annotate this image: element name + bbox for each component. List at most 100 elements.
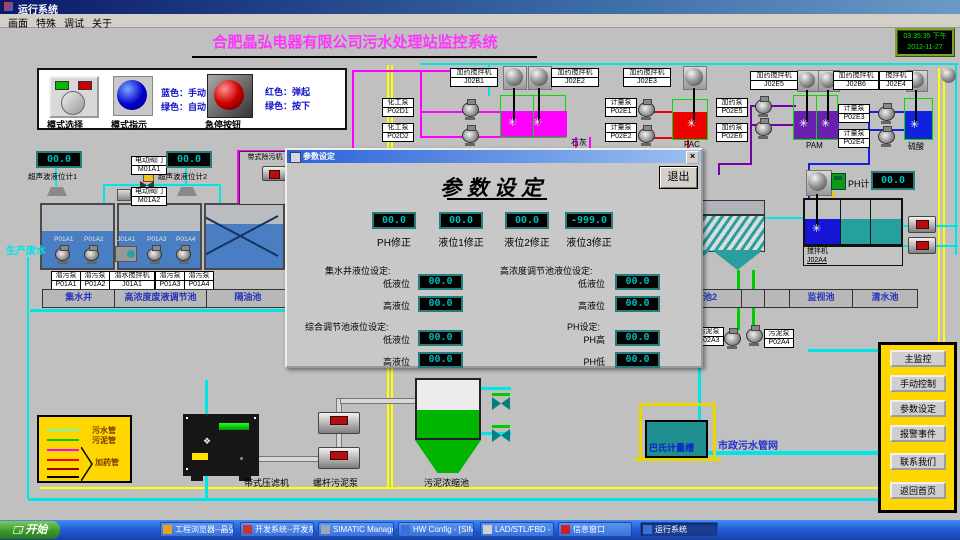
- pipe-red: [645, 111, 673, 113]
- level2-correction-field[interactable]: 00.0: [505, 212, 549, 229]
- level2-label: 超声波液位计2: [158, 172, 208, 181]
- estop-label: 急停按钮: [205, 120, 242, 130]
- municipal-label: 市政污水管网: [718, 441, 778, 452]
- pipe-purple: [718, 163, 720, 175]
- menu-item-screen[interactable]: 画面: [8, 19, 28, 30]
- setting-field[interactable]: 00.0: [615, 296, 660, 312]
- level1-label: 超声波液位计1: [28, 172, 78, 181]
- task-project-browser[interactable]: 工程浏览器--晶弘...: [160, 522, 234, 537]
- pipe-magenta: [420, 111, 502, 113]
- submersible-pump-icon: [55, 245, 70, 264]
- pipe-magenta: [575, 137, 577, 148]
- level1-correction-field[interactable]: 00.0: [439, 212, 483, 229]
- close-icon[interactable]: ×: [686, 151, 699, 164]
- ph-correction-field[interactable]: 00.0: [372, 212, 416, 229]
- outlet-pump-icon: [908, 216, 936, 233]
- nav-back-home[interactable]: 返回首页: [890, 482, 946, 499]
- pipe-cyan: [955, 63, 957, 255]
- legend-sludge: 污泥管: [92, 436, 116, 445]
- nav-panel: 主监控 手动控制 参数设定 报警事件 联系我们 返回首页: [878, 342, 957, 513]
- task-dev-system[interactable]: 开发系统--开发系统: [240, 522, 314, 537]
- nav-parameter-set[interactable]: 参数设定: [890, 400, 946, 417]
- mixer-star: ✳: [910, 119, 920, 131]
- mixer-sphere: [799, 72, 815, 88]
- exit-button[interactable]: 退出: [659, 166, 698, 189]
- task-simatic-manager[interactable]: SIMATIC Manager - [...: [318, 522, 394, 537]
- setting-field[interactable]: 00.0: [418, 274, 463, 290]
- nav-main-monitor[interactable]: 主监控: [890, 350, 946, 367]
- setting-field[interactable]: 00.0: [615, 352, 660, 368]
- pipe-cyan: [103, 184, 221, 186]
- screw-pump-icon: [318, 412, 360, 434]
- pipe-yellow-bottom: [40, 487, 945, 489]
- pipe-legend-panel: 污水管 污泥管 加药管: [37, 415, 132, 483]
- setting-field[interactable]: 00.0: [418, 330, 463, 346]
- ph-display: 00.0: [871, 171, 915, 190]
- pipe-cyan: [219, 184, 221, 204]
- task-hw-config[interactable]: HW Config - [SIMATI...: [398, 522, 474, 537]
- estop-button-icon[interactable]: [207, 74, 253, 118]
- ph-label: PH计: [848, 179, 870, 189]
- page-title: 合肥晶弘电器有限公司污水处理站监控系统: [212, 34, 498, 51]
- nav-contact-us[interactable]: 联系我们: [890, 453, 946, 470]
- mode-selector-icon[interactable]: [49, 76, 99, 118]
- start-button[interactable]: 🗔 开始: [0, 521, 60, 539]
- acid-label: 硫酸: [908, 142, 924, 151]
- setting-field[interactable]: 00.0: [418, 352, 463, 368]
- setting-field[interactable]: 00.0: [418, 296, 463, 312]
- menu-item-about[interactable]: 关于: [92, 19, 112, 30]
- nav-alarm-events[interactable]: 报警事件: [890, 425, 946, 442]
- menu-item-special[interactable]: 特殊: [36, 19, 56, 30]
- tank-geyouchi: [204, 203, 285, 270]
- mixer-sphere: [941, 68, 956, 83]
- valve-cap: [492, 425, 510, 428]
- pipe-cyan: [808, 349, 889, 352]
- legend-bracket: [81, 447, 93, 481]
- note-red-released: 红色：弹起: [265, 87, 311, 97]
- filter-press: ❖: [183, 414, 259, 481]
- pipe-cyan-feed: [27, 257, 29, 499]
- pipe-cyan-top: [420, 63, 958, 65]
- task-info-window[interactable]: 信息窗口: [558, 522, 632, 537]
- mixer-star: ✳: [687, 118, 697, 130]
- lime-label: 石灰: [571, 138, 587, 147]
- menu-item-debug[interactable]: 调试: [64, 19, 84, 30]
- task-lad-stl-fbd[interactable]: LAD/STL/FBD - [PC3 ...: [480, 522, 554, 537]
- pipe-cyan: [481, 387, 511, 390]
- mixer-sphere: [505, 68, 523, 86]
- dialog-titlebar[interactable]: 参数设定 ×: [287, 150, 701, 164]
- submersible-pump-icon: [176, 245, 191, 264]
- setting-field[interactable]: 00.0: [615, 330, 660, 346]
- pipe-purple: [750, 105, 752, 165]
- control-legend-panel: 模式选择 模式指示 蓝色：手动 绿色：自动 急停按钮 红色：弹起 绿色：按下: [37, 68, 347, 130]
- level3-correction-field[interactable]: -999.0: [565, 212, 613, 229]
- pam-tank: [793, 95, 839, 140]
- taskbar: 🗔 开始 工程浏览器--晶弘... 开发系统--开发系统 SIMATIC Man…: [0, 520, 960, 540]
- pipe-gray: [340, 398, 418, 404]
- mode-indicator-label: 模式指示: [111, 120, 148, 130]
- pump-icon: [755, 96, 772, 117]
- legend-sewage: 污水管: [92, 426, 116, 435]
- thickener-label: 污泥浓缩池: [424, 478, 470, 488]
- note-green-pressed: 绿色：按下: [265, 101, 311, 111]
- setting-field[interactable]: 00.0: [615, 274, 660, 290]
- valve-bowtie-icon: [492, 429, 510, 442]
- screw-pump-icon: [318, 447, 360, 469]
- pipe-magenta: [237, 150, 239, 203]
- task-run-system[interactable]: 运行系统: [640, 522, 718, 537]
- nav-manual-control[interactable]: 手动控制: [890, 375, 946, 392]
- bar-screen-label: 带式除污机: [247, 154, 283, 161]
- thickener-hopper: [415, 440, 481, 473]
- dialog-title: 参数设定: [303, 152, 335, 161]
- acid-tank: [904, 98, 933, 140]
- level2-display: 00.0: [166, 151, 212, 168]
- section-title: 集水井液位设定:: [325, 266, 391, 276]
- pipe-cyan-bottom: [28, 498, 889, 501]
